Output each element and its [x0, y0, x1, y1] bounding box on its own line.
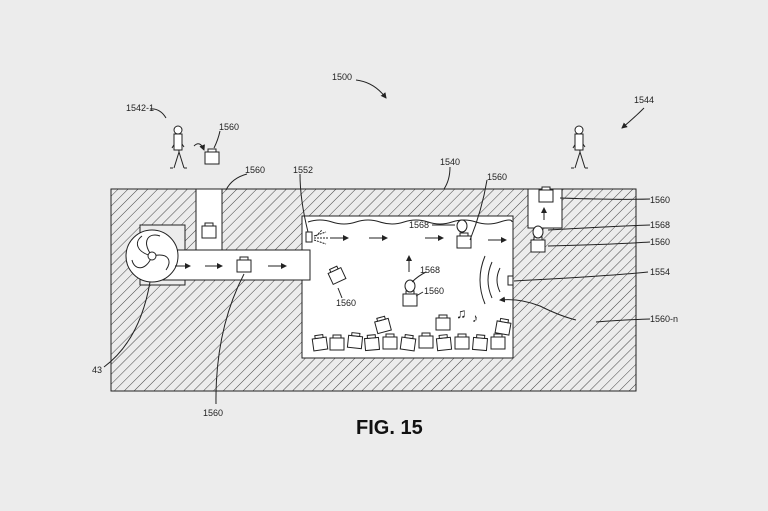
- spray-lines: [313, 229, 328, 245]
- music-note-icon: ♪: [472, 311, 478, 325]
- ref-label-1560: 1560: [424, 286, 444, 296]
- ref-label-1544: 1544: [634, 95, 654, 105]
- ref-label-1500: 1500: [332, 72, 352, 82]
- float-icon: [532, 225, 544, 239]
- ref-label-1560: 1560: [487, 172, 507, 182]
- float-icon: [404, 279, 416, 293]
- ref-label-1560: 1560: [336, 298, 356, 308]
- sprinkler-icon: [305, 231, 313, 243]
- drop-chute: [195, 188, 223, 251]
- ref-arrow-1544: [621, 107, 645, 129]
- water-surface: [307, 219, 513, 225]
- ref-label-1568: 1568: [650, 220, 670, 230]
- ref-label-1568: 1568: [409, 220, 429, 230]
- ref-arrow-1560n: [499, 296, 577, 321]
- person-icon: [570, 125, 589, 169]
- exit-chute: [527, 188, 563, 229]
- fan-hub: [147, 251, 157, 261]
- package-icon: [204, 148, 220, 165]
- ref-label-1560: 1560: [650, 195, 670, 205]
- float-icon: [456, 219, 468, 233]
- tunnel: [159, 249, 311, 281]
- arrow-icon: [175, 143, 547, 272]
- ref-label-1560-n: 1560-n: [650, 314, 678, 324]
- ref-label-1554: 1554: [650, 267, 670, 277]
- ref-arrow-1500: [355, 79, 387, 99]
- ref-label-1560: 1560: [203, 408, 223, 418]
- ref-label-1552: 1552: [293, 165, 313, 175]
- figure-caption: FIG. 15: [356, 417, 423, 439]
- leader-lines: [103, 108, 651, 405]
- music-note-icon: ♫: [456, 305, 467, 321]
- fan-blades: [131, 234, 170, 271]
- ref-label-1540: 1540: [440, 157, 460, 167]
- ref-label-1568: 1568: [420, 265, 440, 275]
- person-icon: [169, 125, 188, 169]
- ref-label-1560: 1560: [245, 165, 265, 175]
- sound-wave-icon: [479, 255, 501, 305]
- ref-label-1560: 1560: [650, 237, 670, 247]
- speaker-icon: [507, 275, 514, 286]
- ref-label-1560: 1560: [219, 122, 239, 132]
- ref-label-1542-1: 1542-1: [126, 103, 154, 113]
- ref-label-43: 43: [92, 365, 102, 375]
